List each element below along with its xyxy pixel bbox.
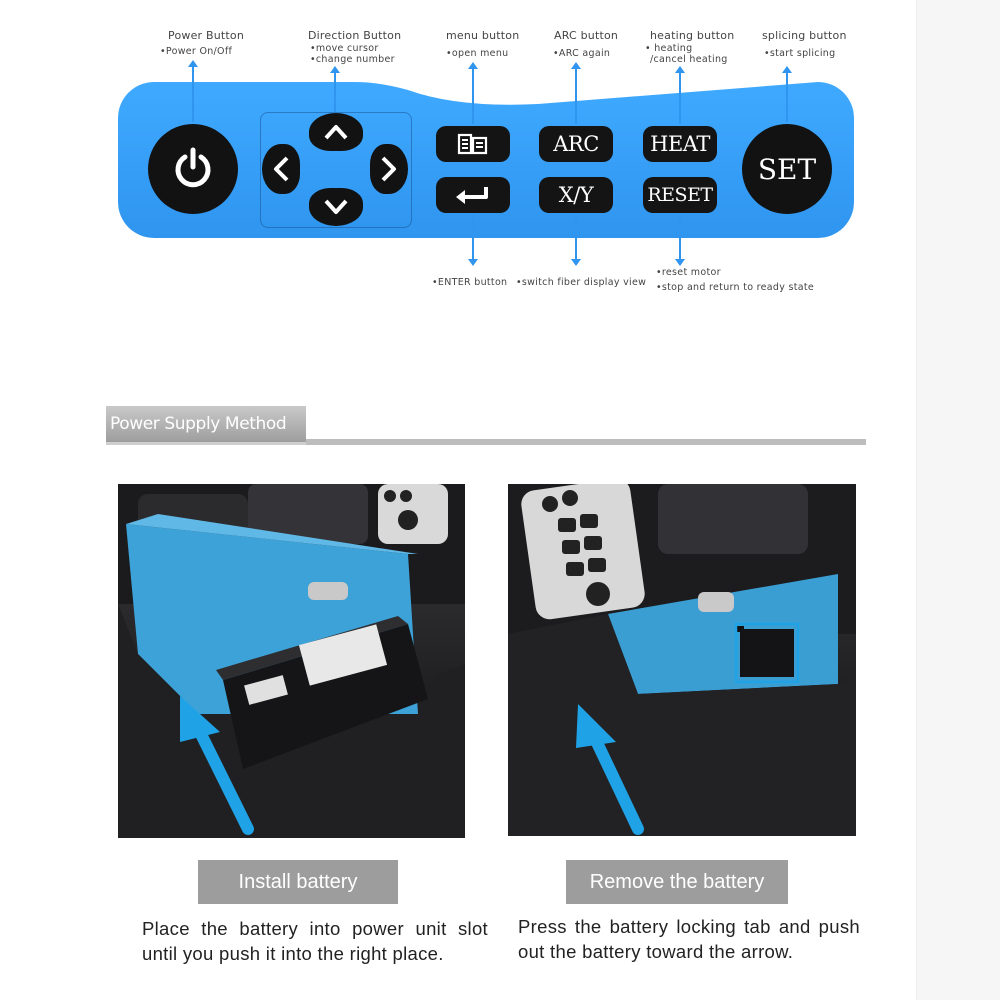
xy-button[interactable]: X/Y	[539, 177, 613, 213]
install-battery-photo	[118, 484, 465, 838]
callout-arrow	[675, 214, 685, 266]
callout-desc: •ENTER button	[432, 277, 508, 288]
callout-arrow	[468, 214, 478, 266]
callout-title: splicing button	[762, 29, 847, 42]
set-button[interactable]: SET	[742, 124, 832, 214]
remove-battery-caption: Remove the battery	[566, 860, 788, 904]
callout-desc: •reset motor	[656, 267, 721, 278]
callout-arrow	[468, 62, 478, 124]
menu-icon	[457, 133, 488, 155]
arc-button[interactable]: ARC	[539, 126, 613, 162]
callout-desc: •open menu	[446, 48, 509, 59]
callout-desc: •switch fiber display view	[516, 277, 647, 288]
enter-icon	[456, 187, 488, 204]
callout-desc: • heating	[645, 43, 693, 54]
callout-arrow	[571, 214, 581, 266]
remove-battery-photo	[508, 484, 856, 836]
install-battery-text: Place the battery into power unit slot u…	[142, 918, 488, 964]
callout-desc: /cancel heating	[650, 54, 728, 65]
direction-right-button[interactable]	[370, 144, 408, 194]
callout-desc: •move cursor	[310, 43, 379, 54]
menu-button[interactable]	[436, 126, 510, 162]
direction-up-button[interactable]	[309, 113, 363, 151]
callout-title: Power Button	[168, 29, 245, 42]
heat-button[interactable]: HEAT	[643, 126, 717, 162]
section-rule	[306, 439, 866, 445]
callout-title: ARC button	[554, 29, 619, 42]
callout-title: heating button	[650, 29, 735, 42]
install-battery-caption: Install battery	[198, 860, 398, 904]
callout-arrow	[571, 62, 581, 124]
direction-left-button[interactable]	[262, 144, 300, 194]
callout-title: Direction Button	[308, 29, 402, 42]
enter-button[interactable]	[436, 177, 510, 213]
section-title: Power Supply Method	[106, 406, 306, 442]
remove-battery-text: Press the battery locking tab and push o…	[518, 916, 860, 962]
direction-down-button[interactable]	[309, 188, 363, 226]
power-button[interactable]	[148, 124, 238, 214]
chevron-left-icon	[274, 156, 289, 182]
callout-desc: •Power On/Off	[160, 46, 233, 57]
callout-desc: •stop and return to ready state	[656, 282, 815, 293]
page-margin-strip	[916, 0, 1000, 1000]
callout-title: menu button	[446, 29, 520, 42]
callout-arrow	[782, 66, 792, 122]
callout-desc: •change number	[310, 54, 395, 65]
power-icon	[175, 147, 211, 188]
direction-pad-frame	[260, 112, 412, 228]
callout-desc: •start splicing	[764, 48, 836, 59]
callout-desc: •ARC again	[553, 48, 611, 59]
callout-arrow	[330, 66, 340, 112]
callout-arrow	[675, 66, 685, 124]
callout-arrow	[188, 60, 198, 122]
chevron-right-icon	[381, 156, 396, 182]
reset-button[interactable]: RESET	[643, 177, 717, 213]
chevron-up-icon	[324, 125, 348, 140]
chevron-down-icon	[324, 199, 348, 214]
